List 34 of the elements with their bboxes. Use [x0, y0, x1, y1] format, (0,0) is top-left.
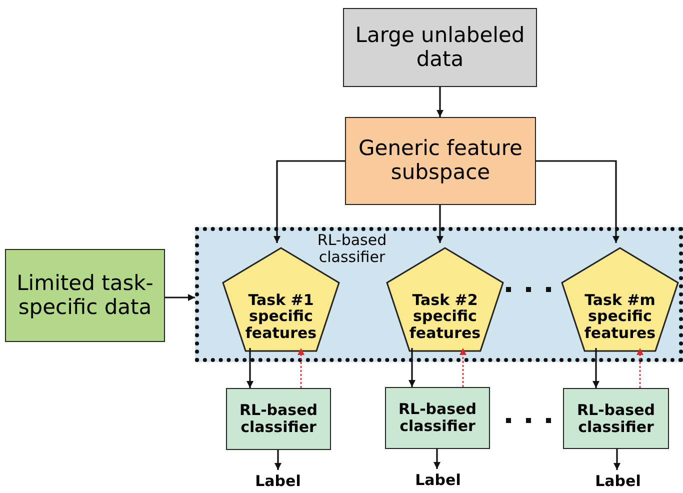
arrow [274, 450, 282, 470]
node-text: Large unlabeled data [354, 24, 526, 72]
arrow [592, 348, 600, 388]
arrow [298, 348, 304, 388]
arrow [436, 87, 444, 117]
process-box [345, 117, 536, 205]
node-text: RL-based classifier [576, 402, 656, 436]
arrow [614, 449, 620, 470]
node-text: RL-based classifier [397, 401, 478, 435]
node-text: Limited task-specific data [16, 272, 154, 320]
arrow [460, 348, 466, 387]
arrow [408, 348, 416, 387]
arrow [165, 294, 195, 301]
arrow [274, 160, 345, 243]
node-text: Label [255, 472, 301, 490]
dotted-region [195, 227, 683, 362]
node-text: RL-based classifier [238, 402, 319, 436]
node-text: Label [595, 472, 641, 490]
region-title: RL-based classifier [316, 232, 388, 266]
node-text: Task #m specific features [583, 292, 657, 342]
node-text: Task #2 specific features [408, 292, 482, 342]
node-text: Task #1 specific features [244, 292, 318, 342]
arrow [246, 348, 254, 388]
arrow [536, 160, 620, 243]
classifier-box [563, 388, 669, 449]
data-box [343, 8, 537, 87]
arrow [636, 348, 644, 388]
input-box [5, 249, 165, 342]
arrow [434, 449, 440, 469]
classifier-box [226, 388, 331, 450]
arrow [436, 205, 444, 243]
node-text: Generic feature subspace [358, 137, 524, 185]
classifier-box [385, 387, 490, 449]
node-text: Label [415, 472, 461, 488]
